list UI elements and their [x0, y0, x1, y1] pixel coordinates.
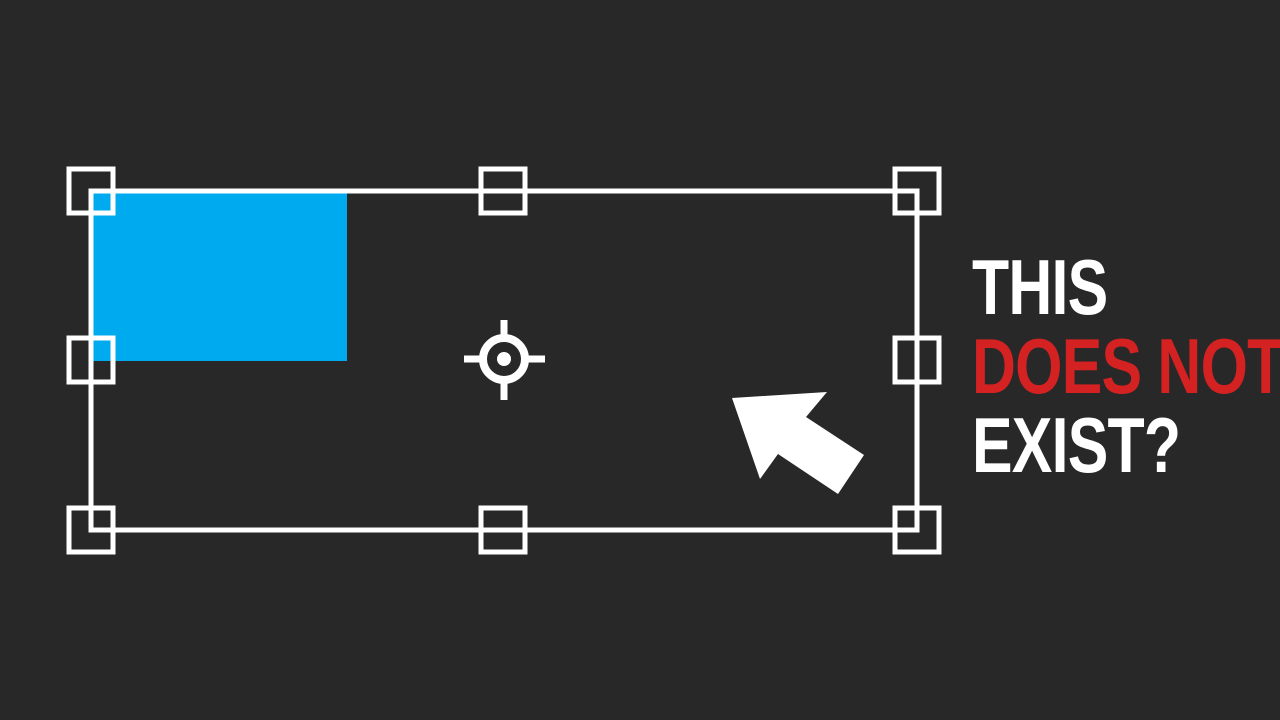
resize-handle-top-center[interactable] [478, 166, 528, 216]
resize-handle-bottom-center[interactable] [478, 505, 528, 555]
headline-line-1: THIS [972, 243, 1108, 331]
arrow-pointer-icon [732, 392, 864, 494]
headline-line-3: EXIST? [972, 401, 1181, 489]
crosshair-icon[interactable] [464, 320, 545, 400]
resize-handle-top-left[interactable] [66, 166, 116, 216]
resize-handle-bottom-right[interactable] [892, 505, 942, 555]
resize-handle-middle-left[interactable] [66, 335, 116, 385]
resize-handles [66, 166, 942, 555]
selected-shape[interactable] [91, 191, 347, 361]
resize-handle-middle-right[interactable] [892, 335, 942, 385]
resize-handle-bottom-left[interactable] [66, 505, 116, 555]
headline: THIS DOES NOT EXIST? [972, 243, 1280, 489]
headline-line-2: DOES NOT [972, 322, 1280, 410]
selection-box[interactable] [88, 188, 920, 533]
resize-handle-top-right[interactable] [892, 166, 942, 216]
